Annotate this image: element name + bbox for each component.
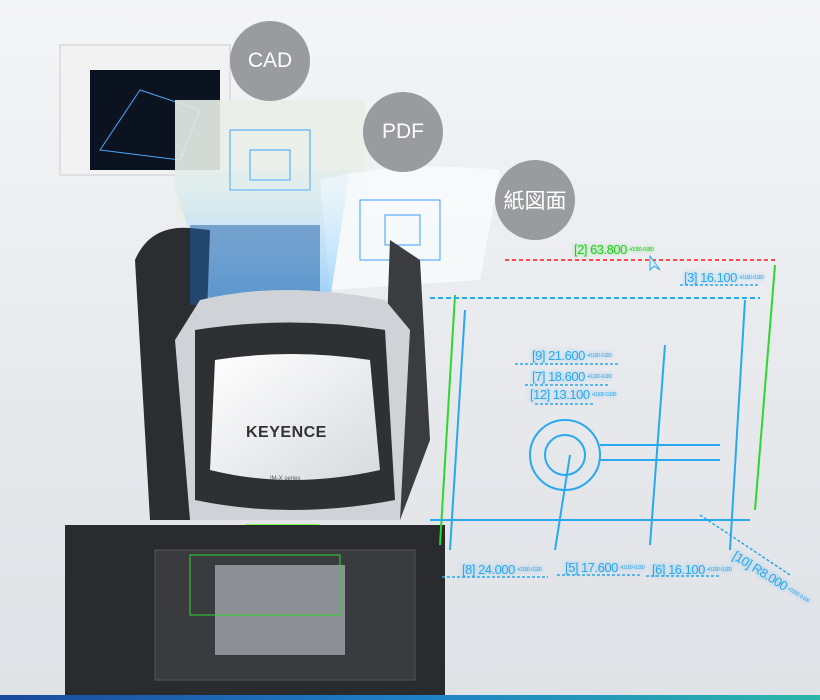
bottom-accent-bar — [0, 695, 820, 700]
tolerance: +0.100 -0.100 — [738, 275, 764, 282]
pdf-label: PDF — [382, 120, 424, 143]
brand-logo: KEYENCE — [246, 424, 327, 441]
tolerance: +0.100 -0.100 — [586, 374, 612, 381]
dimension-2: [2] 63.800+0.050 -0.050 — [574, 242, 654, 257]
dimension-5: [5] 17.600+0.100 -0.100 — [565, 560, 645, 575]
dimension-value: [8] 24.000 — [462, 562, 515, 577]
dimension-value: [7] 18.600 — [532, 369, 585, 384]
measurement-machine — [65, 225, 445, 700]
cad-bubble: CAD — [230, 21, 310, 101]
tolerance: +0.050 -0.050 — [628, 247, 654, 254]
dimension-value: [9] 21.600 — [532, 348, 585, 363]
dimension-9: [9] 21.600+0.100 -0.100 — [532, 348, 612, 363]
dimension-value: [5] 17.600 — [565, 560, 618, 575]
dimension-value: [6] 16.100 — [652, 562, 705, 577]
dimension-value: [2] 63.800 — [574, 242, 627, 257]
dimension-value: [12] 13.100 — [530, 387, 590, 402]
dimension-8: [8] 24.000+0.100 -0.100 — [462, 562, 542, 577]
paper-drawing-bubble: 紙図面 — [495, 160, 575, 240]
tolerance: +0.100 -0.100 — [516, 567, 542, 574]
cad-label: CAD — [247, 49, 293, 72]
dimension-7: [7] 18.600+0.100 -0.100 — [532, 369, 612, 384]
dimension-overlay — [430, 254, 791, 578]
tolerance: +0.100 -0.100 — [591, 392, 617, 399]
model-label: IM-X series — [270, 476, 301, 482]
paper-sheet — [320, 166, 500, 290]
tolerance: +0.100 -0.100 — [586, 353, 612, 360]
tolerance: +0.100 -0.100 — [706, 567, 732, 574]
paper-drawing-label: 紙図面 — [503, 190, 567, 213]
dimension-6: [6] 16.100+0.100 -0.100 — [652, 562, 732, 577]
dimension-value: [3] 16.100 — [684, 270, 737, 285]
dimension-3: [3] 16.100+0.100 -0.100 — [684, 270, 764, 285]
pdf-bubble: PDF — [363, 92, 443, 172]
tolerance: +0.100 -0.100 — [619, 565, 645, 572]
dimension-12: [12] 13.100+0.100 -0.100 — [530, 387, 617, 402]
